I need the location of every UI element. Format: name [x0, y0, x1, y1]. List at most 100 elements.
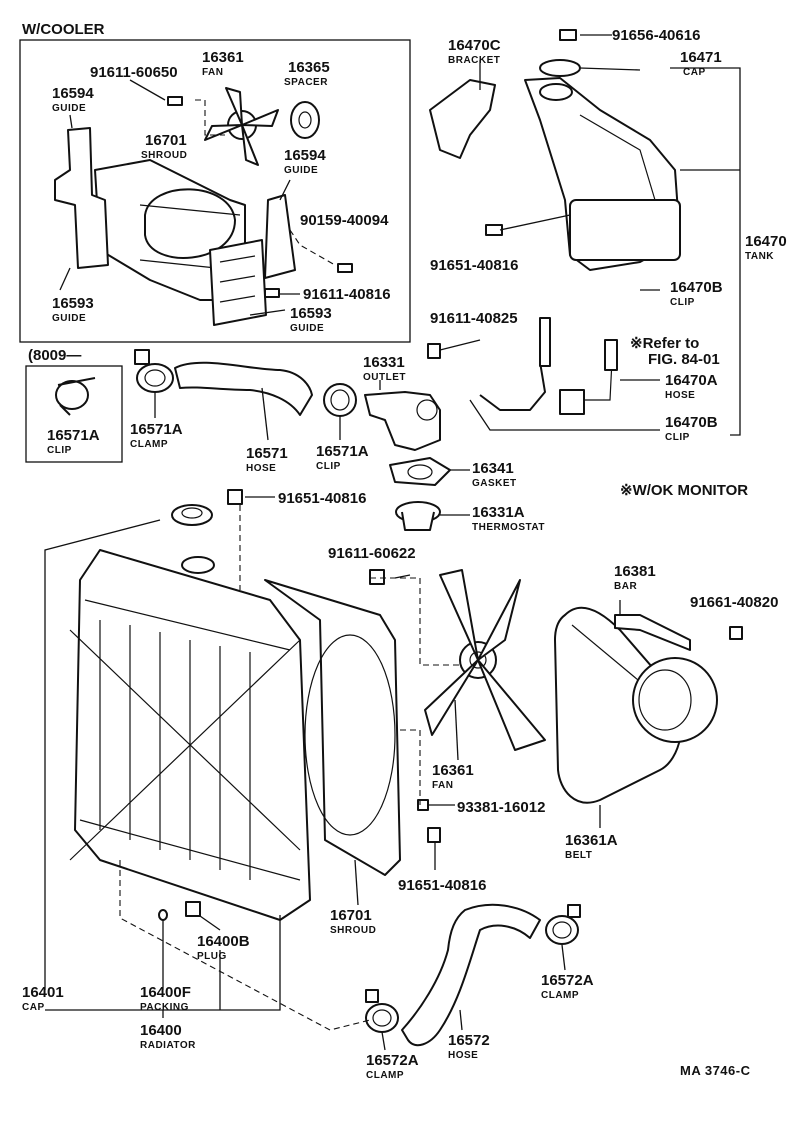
fan-drawing [424, 569, 546, 751]
cooler-guide-left [54, 127, 109, 269]
callout-name: BELT [565, 850, 592, 861]
callout-91661-40820: 91661-40820 [690, 594, 778, 611]
callout-name: THERMOSTAT [472, 522, 545, 533]
callout-number: 91611-40825 [430, 310, 518, 327]
callout-16571a-inset: 16571A CLIP [47, 427, 100, 456]
callout-16594-guide-a: 16594 GUIDE [52, 85, 94, 114]
callout-number: 16381 [614, 563, 656, 580]
upper-hose-leaders [154, 380, 470, 516]
callout-16361a-belt: 16361A BELT [565, 832, 618, 861]
callout-number: 16400 [140, 1022, 182, 1039]
callout-name: GUIDE [52, 313, 86, 324]
callout-91651-40816-rad: 91651-40816 [278, 490, 366, 507]
callout-number: 91656-40616 [612, 27, 700, 44]
header-monitor: ※W/OK MONITOR [620, 482, 748, 499]
callout-name: CAP [22, 1002, 45, 1013]
callout-91656-40616: 91656-40616 [612, 27, 700, 44]
callout-name: FAN [202, 67, 224, 78]
callout-number: 16594 [284, 147, 326, 164]
cooler-guide-right [209, 194, 296, 326]
refer-note-line2: FIG. 84-01 [648, 351, 720, 368]
callout-name: TANK [745, 251, 774, 262]
header-date-code: (8009— [28, 347, 81, 364]
callout-name: RADIATOR [140, 1040, 196, 1051]
callout-name: GUIDE [284, 165, 318, 176]
radiator-cap-drawing [171, 504, 213, 526]
callout-name: FAN [432, 780, 454, 791]
gasket-drawing [389, 457, 451, 486]
callout-number: 16361 [432, 762, 474, 779]
lower-hose-drawing [401, 903, 541, 1047]
tank-bolts [427, 29, 577, 359]
lower-clamp-left-drawing [365, 989, 399, 1033]
callout-91611-40816: 91611-40816 [303, 286, 391, 303]
inset-frame [25, 365, 123, 463]
callout-name: SHROUD [330, 925, 376, 936]
callout-number: 91661-40820 [690, 594, 778, 611]
cooler-fan-small [204, 87, 279, 166]
thermostat-drawing [395, 501, 441, 531]
cooler-leaders [59, 79, 336, 316]
callout-16594-guide-b: 16594 GUIDE [284, 147, 326, 176]
upper-clip-drawing [323, 383, 357, 417]
callout-name: CLIP [316, 461, 341, 472]
callout-name: CLIP [670, 297, 695, 308]
callout-16701-shroud-top: 16701 SHROUD [141, 132, 187, 161]
callout-number: 91651-40816 [278, 490, 366, 507]
callout-16470b-clip-a: 16470B CLIP [670, 279, 723, 308]
callout-91611-40825: 91611-40825 [430, 310, 518, 327]
callout-name: CLAMP [541, 990, 579, 1001]
callout-number: 16572A [541, 972, 594, 989]
callout-number: 16365 [288, 59, 330, 76]
callout-91611-60622: 91611-60622 [328, 545, 416, 562]
callout-16400f-packing: 16400F PACKING [140, 984, 191, 1013]
callout-16341-gasket: 16341 GASKET [472, 460, 516, 489]
callout-name: CLAMP [130, 439, 168, 450]
callout-name: SHROUD [141, 150, 187, 161]
callout-16400b-plug: 16400B PLUG [197, 933, 250, 962]
callout-16593-guide-b: 16593 GUIDE [290, 305, 332, 334]
lower-clamp-right-drawing [545, 904, 581, 945]
callout-number: 16571A [316, 443, 369, 460]
pulley-drawing [632, 657, 718, 743]
callout-name: CLAMP [366, 1070, 404, 1081]
outlet-drawing [364, 391, 441, 451]
radiator-drawing [69, 549, 311, 921]
callout-name: BAR [614, 581, 637, 592]
callout-16571-hose: 16571 HOSE [246, 445, 288, 474]
callout-number: 16400F [140, 984, 191, 1001]
cooler-bolts [167, 96, 353, 298]
callout-number: 16593 [52, 295, 94, 312]
callout-number: 16572 [448, 1032, 490, 1049]
callout-number: 16361 [202, 49, 244, 66]
callout-name: GUIDE [290, 323, 324, 334]
callout-number: 16471 [680, 49, 722, 66]
callout-number: 16701 [145, 132, 187, 149]
callout-name: OUTLET [363, 372, 406, 383]
callout-name: HOSE [246, 463, 276, 474]
callout-name: PLUG [197, 951, 227, 962]
callout-number: 91611-60622 [328, 545, 416, 562]
upper-hose-drawing [174, 361, 313, 416]
callout-number: 16593 [290, 305, 332, 322]
callout-number: 16571 [246, 445, 288, 462]
inset-clip-drawing [55, 377, 96, 416]
header-w-cooler: W/COOLER [22, 21, 105, 38]
callout-number: 16571A [130, 421, 183, 438]
callout-number: 16361A [565, 832, 618, 849]
cooler-spacer [290, 101, 320, 139]
radiator-bolts [158, 489, 743, 921]
callout-number: 16572A [366, 1052, 419, 1069]
callout-number: 16400B [197, 933, 250, 950]
callout-name: CLIP [665, 432, 690, 443]
callout-number: 16571A [47, 427, 100, 444]
callout-number: 91651-40816 [430, 257, 518, 274]
callout-16331a-thermostat: 16331A THERMOSTAT [472, 504, 545, 533]
upper-clamp-drawing [134, 349, 174, 393]
callout-name: CAP [683, 67, 706, 78]
callout-91651-40816-shroud: 91651-40816 [398, 877, 486, 894]
callout-name: GUIDE [52, 103, 86, 114]
callout-16470a-hose: 16470A HOSE [665, 372, 718, 401]
callout-93381-16012: 93381-16012 [457, 799, 545, 816]
